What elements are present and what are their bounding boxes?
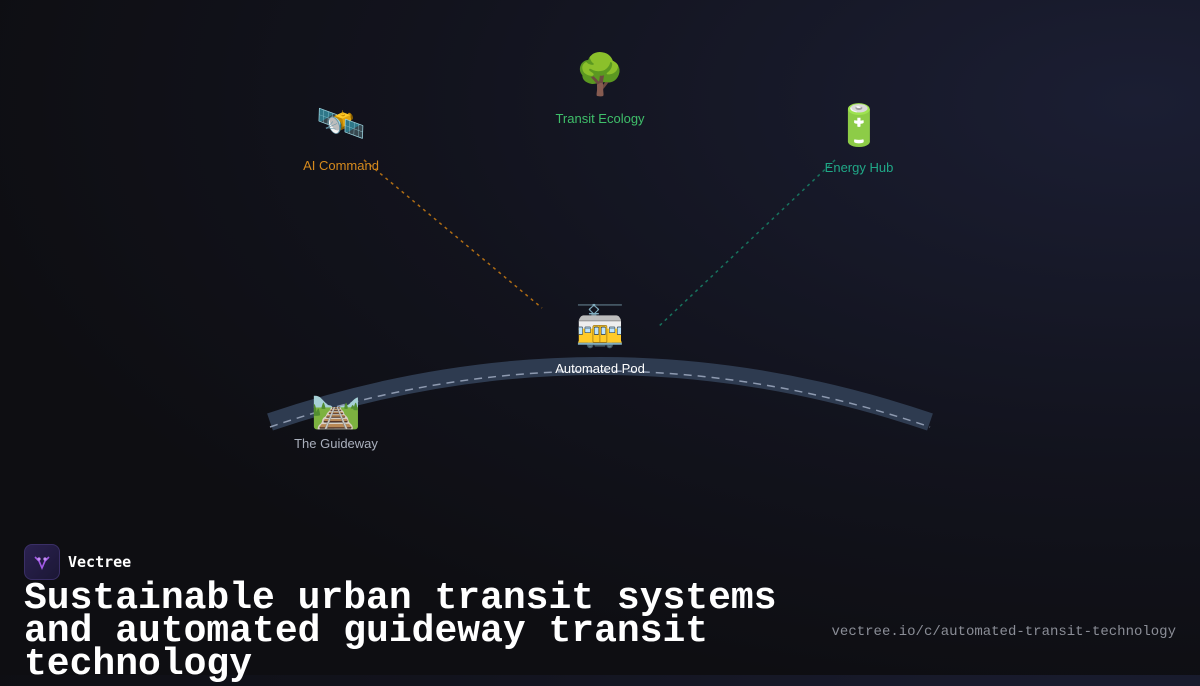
- node-energy-hub: 🔋 Energy Hub: [825, 104, 894, 175]
- source-url: vectree.io/c/automated-transit-technolog…: [831, 624, 1176, 640]
- brand-name: Vectree: [68, 553, 132, 571]
- tram-icon: 🚋: [575, 305, 625, 349]
- page-title: Sustainable urban transit systems and au…: [24, 577, 777, 686]
- node-automated-pod: 🚋 Automated Pod: [555, 305, 645, 376]
- connector-ai-to-pod: [363, 159, 543, 309]
- node-guideway: 🛤️ The Guideway: [294, 386, 378, 451]
- guideway-track: [267, 357, 933, 431]
- node-label-energy-hub: Energy Hub: [824, 160, 894, 175]
- node-ai-command: 🛰️ AI Command: [303, 102, 379, 173]
- vectree-logo-icon: [24, 544, 60, 580]
- node-label-guideway: The Guideway: [294, 436, 378, 451]
- connector-energy-to-pod: [656, 159, 836, 329]
- satellite-icon: 🛰️: [316, 102, 366, 146]
- node-label-transit-ecology: Transit Ecology: [555, 111, 645, 126]
- tree-icon: 🌳: [575, 53, 625, 97]
- battery-icon: 🔋: [834, 104, 884, 148]
- node-label-automated-pod: Automated Pod: [555, 361, 645, 376]
- node-transit-ecology: 🌳 Transit Ecology: [555, 53, 644, 126]
- guideway-dashed-centerline: [269, 370, 931, 428]
- node-label-ai-command: AI Command: [303, 158, 379, 173]
- brand: Vectree: [24, 544, 131, 580]
- railway-track-icon: 🛤️: [311, 386, 361, 430]
